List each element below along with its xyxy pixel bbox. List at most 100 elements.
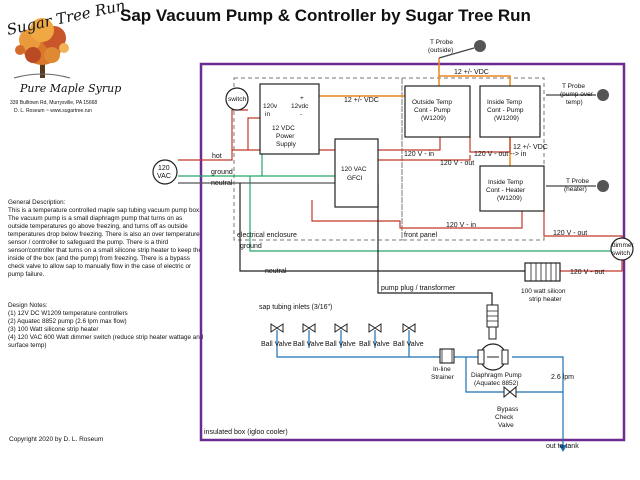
bypass-pipe <box>465 357 563 393</box>
page-title: Sap Vacuum Pump & Controller by Sugar Tr… <box>120 6 531 25</box>
gfci-label-1: 120 VAC <box>341 166 367 173</box>
insulated-box-label: insulated box (igloo cooler) <box>204 429 288 436</box>
front-panel <box>401 77 545 241</box>
t-probe-pump-label-2: (pump over <box>560 91 594 98</box>
t-probe-pump-icon <box>597 89 609 101</box>
t-probe-outside-label-1: T Probe <box>430 39 453 46</box>
power-supply-name-3: Supply <box>276 141 297 148</box>
inside-pump-controller-label-3: (W1209) <box>494 115 519 122</box>
strip-heater-label-1: 100 watt silicon <box>521 288 566 295</box>
ball-valve-label: Ball Valve <box>393 341 424 348</box>
description-heading: General Description: <box>8 199 66 206</box>
t-probe-heater-icon <box>597 180 609 192</box>
power-supply-in-label-2: in <box>265 111 270 118</box>
wire-neutral2-label: neutral <box>265 268 287 275</box>
inside-pump-controller-label-1: Inside Temp <box>487 99 522 106</box>
tubing-inlets-label: sap tubing inlets (3/16") <box>259 304 332 311</box>
logo-address: 339 Bulltown Rd, Murrysville, PA 15668 <box>10 100 97 106</box>
t-probe-outside-icon <box>474 40 486 52</box>
wire-neutral-label: neutral <box>211 180 233 187</box>
strip-heater-icon <box>530 263 557 281</box>
inside-heater-controller-label-1: Inside Temp <box>488 179 523 186</box>
gfci-label-2: GFCI <box>347 175 363 182</box>
logo-tagline: Pure Maple Syrup <box>19 82 121 95</box>
inside-heater-controller-label-2: Cont - Heater <box>486 187 526 194</box>
power-supply-out-label-2: 12vdc <box>291 103 309 110</box>
outside-controller <box>404 85 471 138</box>
check-valve-icon <box>503 385 517 399</box>
power-supply-out-label: + <box>300 95 304 102</box>
wire-hot-ps <box>232 117 260 151</box>
dimmer-switch <box>610 237 634 261</box>
ball-valve-icons <box>270 323 416 333</box>
switch <box>225 87 249 111</box>
wire-120-out-c <box>560 258 623 272</box>
pump-plug-label: pump plug / transformer <box>381 285 456 292</box>
pump-icon <box>477 304 509 371</box>
wire-120-in-a <box>378 137 441 151</box>
general-description: General Description: This is a temperatu… <box>8 199 204 279</box>
design-note-item: (4) 120 VAC 600 Watt dimmer switch (redu… <box>8 334 204 349</box>
ball-valve-label: Ball Valve <box>261 341 292 348</box>
pump-label-2: (Aquatec 8852) <box>474 380 518 387</box>
t-probe-pump-label-1: T Probe <box>562 83 585 90</box>
t-probe-outside-label-2: (outside) <box>428 47 453 54</box>
wire-probe-outside <box>438 47 475 59</box>
power-supply-name-2: Power <box>276 133 295 140</box>
wire-ground-run <box>249 176 623 256</box>
front-panel-label: front panel <box>404 232 438 239</box>
bypass-label-3: Valve <box>498 422 514 429</box>
out-arrow-icon <box>559 445 567 452</box>
label-120v-in-b: 120 V - in <box>446 222 476 229</box>
design-note-item: (2) Aquatec 8852 pump (2.6 lpm max flow) <box>8 318 127 325</box>
inside-pump-controller-label-2: Cont - Pump <box>487 107 524 114</box>
logo-brand: Sugar Tree Run <box>5 0 127 39</box>
maple-tree-icon <box>13 18 71 79</box>
strainer-detail <box>441 349 453 363</box>
wire-12vdc-c <box>439 75 511 86</box>
wire-hot-label: hot <box>212 153 222 160</box>
wire-ground-label: ground <box>211 169 233 176</box>
inside-pump-controller <box>479 85 541 138</box>
power-supply-in-label: 120v <box>263 103 278 110</box>
design-note-item: (3) 100 Watt silicone strip heater <box>8 326 99 333</box>
bypass-label-2: Check <box>495 414 514 421</box>
wire-ground2-label: ground <box>240 243 262 250</box>
flow-rate-label: 2.6 lpm <box>551 374 574 381</box>
outside-controller-label-2: Cont - Pump <box>414 107 451 114</box>
design-notes: Design Notes: (1) 12V DC W1209 temperatu… <box>8 302 204 350</box>
dimmer-label-2: switch <box>612 250 630 257</box>
wire-120-out-a <box>378 155 471 161</box>
outside-controller-label-1: Outside Temp <box>412 99 452 106</box>
label-12vdc-c: 12 +/- VDC <box>513 144 548 151</box>
wire-120-in-b <box>311 200 523 229</box>
label-120v-out-a: 120 V - out <box>440 160 474 167</box>
power-supply-out-label-3: - <box>300 111 302 118</box>
logo: Sugar Tree Run Pure Maple Syrup 339 Bull… <box>5 0 127 114</box>
bypass-label-1: Bypass <box>497 406 519 413</box>
outside-controller-label-3: (W1209) <box>421 115 446 122</box>
wire-pump-plug <box>377 183 493 305</box>
power-supply <box>259 83 320 155</box>
wire-hot <box>178 109 248 161</box>
design-notes-heading: Design Notes: <box>8 302 48 309</box>
label-120v-out-in: 120 V - out --> in <box>474 151 526 158</box>
gfci <box>334 138 379 208</box>
t-probe-pump-label-3: temp) <box>566 99 583 106</box>
label-12vdc-a: 12 +/- VDC <box>344 97 379 104</box>
power-supply-name-1: 12 VDC <box>272 125 295 132</box>
ball-valve-label: Ball Valve <box>325 341 356 348</box>
wire-120-out-b <box>543 211 623 240</box>
strainer-icon <box>439 348 455 364</box>
strip-heater <box>524 262 561 282</box>
label-120v-out-b: 120 V - out <box>553 230 587 237</box>
switch-label: switch <box>228 96 246 103</box>
wire-neutral-run <box>239 183 525 272</box>
ball-valve-label: Ball Valve <box>293 341 324 348</box>
wire-120-out-in <box>469 137 511 153</box>
label-120v-out-c: 120 V - out <box>570 269 604 276</box>
wire-12vdc-b <box>404 58 440 96</box>
design-note-item: (1) 12V DC W1209 temperature controllers <box>8 310 128 317</box>
vac-source-label-1: 120 <box>158 165 170 172</box>
insulated-box <box>199 62 626 442</box>
